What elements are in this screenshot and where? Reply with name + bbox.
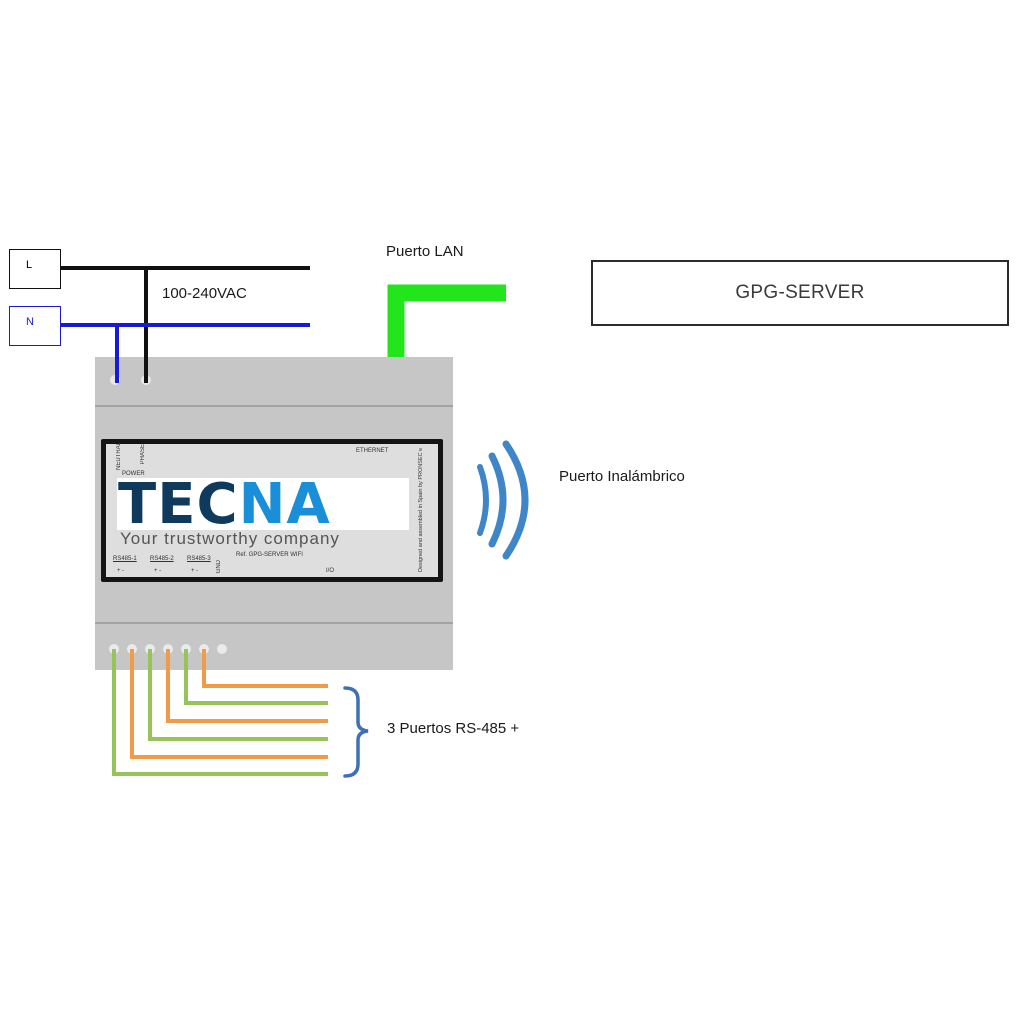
io-mark: I/O bbox=[326, 568, 335, 574]
wireless-arc-large bbox=[502, 440, 529, 560]
line-terminal-box: L bbox=[9, 249, 61, 289]
lan-cable bbox=[387, 284, 506, 357]
rs485-3-mark: RS485-3 bbox=[187, 556, 211, 562]
rs485-2-mark: RS485-2 bbox=[150, 556, 174, 562]
rs485-wire-5 bbox=[184, 649, 328, 705]
line-terminal-label: L bbox=[26, 259, 33, 271]
neutral-terminal-box: N bbox=[9, 306, 61, 346]
rs485-wire-4 bbox=[166, 649, 328, 723]
rs485-wire-1 bbox=[112, 649, 328, 776]
rs485-brace bbox=[343, 686, 369, 778]
rs485-wire-3 bbox=[148, 649, 328, 741]
lan-port-label: Puerto LAN bbox=[386, 243, 464, 260]
gnd-mark: GND bbox=[216, 560, 222, 574]
server-box-title: GPG-SERVER bbox=[735, 282, 865, 303]
server-box: GPG-SERVER bbox=[591, 260, 1009, 326]
brand-logo-na: NA bbox=[238, 472, 331, 537]
bottom-hole-7 bbox=[217, 644, 227, 654]
wireless-port-label: Puerto Inalámbrico bbox=[559, 468, 685, 485]
brand-tagline: Your trustworthy company bbox=[120, 529, 340, 548]
wireless-arc-medium bbox=[488, 452, 507, 548]
rs485-1-mark: RS485-1 bbox=[113, 556, 137, 562]
wireless-arc-small bbox=[477, 464, 489, 536]
rs485-ports-label: 3 Puertos RS-485 + bbox=[387, 720, 520, 737]
power-mark: POWER bbox=[122, 471, 145, 477]
neutral-terminal-label: N bbox=[26, 316, 34, 328]
rs485-2-polarity: + - bbox=[154, 568, 162, 574]
brand-logo-tec: TEC bbox=[118, 472, 239, 537]
voltage-label: 100-240VAC bbox=[162, 285, 247, 302]
rs485-1-polarity: + - bbox=[117, 568, 125, 574]
ref-mark: Ref. GPG-SERVER WIFI bbox=[236, 552, 303, 558]
rs485-3-polarity: + - bbox=[191, 568, 199, 574]
ethernet-mark: ETHERNET bbox=[356, 448, 389, 454]
rs485-wire-2 bbox=[130, 649, 328, 759]
brand-plate bbox=[117, 478, 409, 530]
phase-mark: PHASE bbox=[140, 444, 146, 465]
rs485-wire-6 bbox=[202, 649, 328, 688]
manufacturer-side-text: Designed and assembled in Spain by PRONS… bbox=[418, 448, 424, 572]
brand-logo: TECNA bbox=[118, 477, 331, 533]
neutral-mark: NEUTRAL bbox=[116, 442, 122, 471]
